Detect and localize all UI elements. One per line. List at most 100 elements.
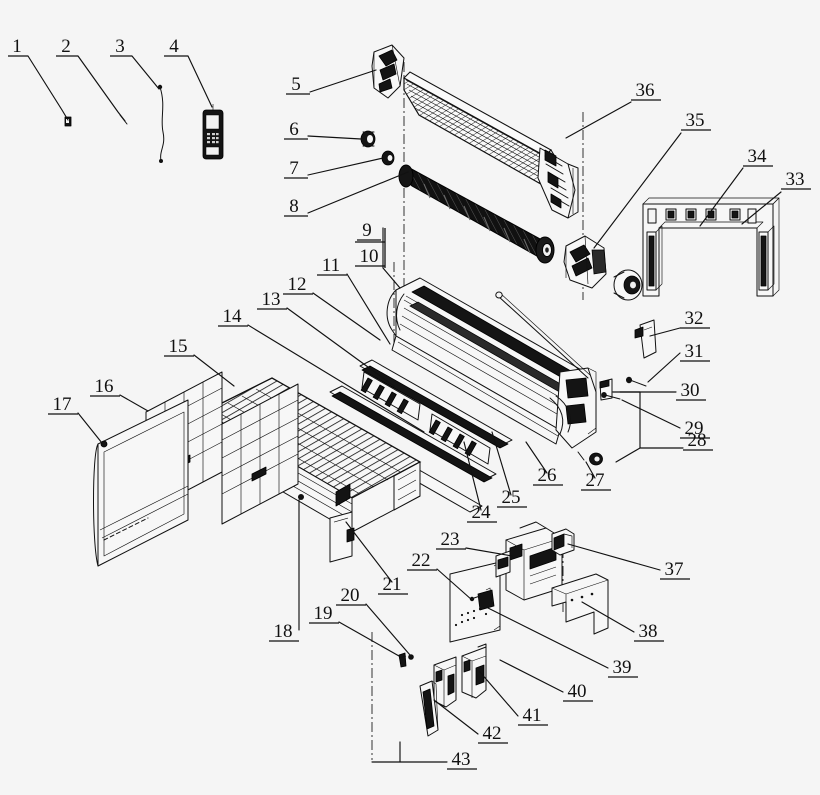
callout-8: 8 [284, 196, 308, 217]
callout-12: 12 [283, 274, 313, 295]
callout-28: 28 [683, 430, 713, 451]
part-fixing-screw-31 [626, 376, 647, 387]
part-louver-link-bar [419, 680, 439, 737]
callout-label-13: 13 [262, 289, 281, 310]
callout-bracket-9-10 [355, 228, 386, 268]
callout-label-18: 18 [274, 621, 293, 642]
callout-label-38: 38 [639, 621, 658, 642]
callout-label-27: 27 [586, 470, 605, 491]
callout-38: 38 [634, 621, 664, 642]
part-swing-motor-holder [461, 643, 487, 699]
callout-label-11: 11 [322, 255, 340, 276]
callout-9: 9 [357, 220, 381, 241]
callout-label-19: 19 [314, 603, 333, 624]
callout-39: 39 [608, 657, 638, 678]
callout-label-43: 43 [452, 749, 471, 770]
callout-21: 21 [378, 574, 408, 595]
callout-23: 23 [436, 529, 466, 550]
part-motor-mount-screw [601, 392, 621, 400]
callout-6: 6 [284, 119, 308, 140]
callout-label-4: 4 [169, 36, 179, 57]
part-terminal-block-cover [551, 573, 609, 635]
louver-comb-right [428, 413, 491, 465]
heat-exchanger-right-end [537, 147, 579, 219]
callout-leader-lines [27, 55, 782, 735]
callout-24: 24 [467, 502, 497, 523]
callout-label-26: 26 [538, 465, 557, 486]
part-motor-rotor-cap [613, 269, 643, 301]
callout-37: 37 [660, 559, 690, 580]
callout-20: 20 [336, 585, 366, 606]
part-panel-pivot-pin [298, 494, 304, 500]
part-louver-assembly [305, 359, 513, 513]
part-transformer-block [551, 528, 575, 556]
callout-35: 35 [681, 110, 711, 131]
callout-15: 15 [164, 336, 194, 357]
part-fan-shaft-bearing [381, 150, 395, 166]
part-air-filter [145, 371, 299, 525]
callout-label-25: 25 [502, 487, 521, 508]
callout-33: 33 [781, 169, 811, 190]
part-assembly-bracket-marker [577, 451, 585, 461]
callout-label-41: 41 [523, 705, 542, 726]
callout-7: 7 [284, 158, 308, 179]
callout-5: 5 [286, 74, 310, 95]
callout-27: 27 [581, 470, 611, 491]
part-wall-mounting-plate [642, 197, 780, 297]
callout-10: 10 [355, 246, 385, 267]
part-fan-motor [563, 235, 643, 301]
part-wire-lead [157, 84, 165, 163]
callout-25: 25 [497, 487, 527, 508]
callout-label-17: 17 [53, 394, 72, 415]
callout-42: 42 [478, 723, 508, 744]
callout-label-15: 15 [169, 336, 188, 357]
callout-4: 4 [164, 36, 188, 57]
part-heat-exchanger-end-bracket [371, 44, 405, 99]
part-display-window [329, 511, 355, 563]
part-heat-exchanger-coil [371, 44, 579, 219]
callout-16: 16 [90, 376, 120, 397]
callout-29: 29 [680, 418, 710, 439]
callout-label-28: 28 [688, 430, 707, 451]
part-main-chassis-assembly [386, 277, 597, 449]
callout-14: 14 [218, 306, 248, 327]
callout-label-5: 5 [291, 74, 301, 95]
callout-label-36: 36 [636, 80, 655, 101]
callout-3: 3 [110, 36, 132, 57]
part-tapping-screw-19 [398, 652, 407, 668]
callout-label-12: 12 [288, 274, 307, 295]
part-front-panel-cover [93, 399, 189, 567]
part-electrical-control-box [495, 521, 563, 601]
callout-2: 2 [56, 36, 78, 57]
callout-label-33: 33 [786, 169, 805, 190]
callout-19: 19 [309, 603, 339, 624]
callout-label-7: 7 [289, 158, 299, 179]
callout-label-8: 8 [289, 196, 299, 217]
callout-label-10: 10 [360, 246, 379, 267]
callout-43: 43 [447, 749, 477, 770]
callout-label-22: 22 [412, 550, 431, 571]
callout-label-14: 14 [223, 306, 243, 327]
callout-label-23: 23 [441, 529, 460, 550]
part-cross-flow-fan [398, 164, 555, 264]
part-capacitor [469, 587, 495, 611]
part-terminal-screw-20 [408, 654, 414, 660]
part-remote-control [202, 104, 224, 160]
callout-label-37: 37 [665, 559, 684, 580]
callout-label-24: 24 [472, 502, 492, 523]
part-earth-plate [634, 319, 657, 359]
callout-17: 17 [48, 394, 78, 415]
callout-31: 31 [680, 341, 710, 362]
callout-11: 11 [317, 255, 347, 276]
louver-comb-left [360, 371, 421, 421]
callout-label-16: 16 [95, 376, 114, 397]
callout-label-35: 35 [686, 110, 705, 131]
part-fan-bearing-bushing [360, 130, 376, 148]
callout-label-29: 29 [685, 418, 704, 439]
callout-label-1: 1 [12, 36, 22, 57]
callout-label-9: 9 [362, 220, 372, 241]
part-rubber-grommet [589, 452, 603, 466]
